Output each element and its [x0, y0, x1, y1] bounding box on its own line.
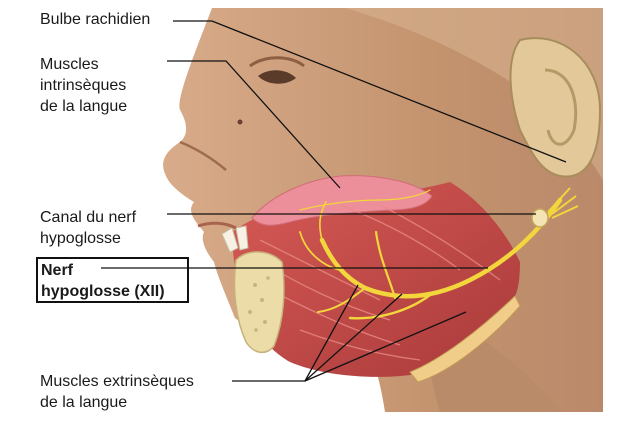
label-nerf-hypoglosse-boxed: Nerf hypoglosse (XII)	[36, 257, 189, 303]
hypoglossal-canal	[532, 209, 548, 227]
label-canal-nerf-hypoglosse: Canal du nerf hypoglosse	[40, 207, 136, 249]
label-line: hypoglosse (XII)	[41, 281, 187, 302]
label-line: de la langue	[40, 392, 194, 413]
label-line: Canal du nerf	[40, 207, 136, 228]
label-line: de la langue	[40, 96, 127, 117]
label-line: Bulbe rachidien	[40, 9, 150, 30]
mandible	[234, 252, 283, 352]
label-muscles-extrinseques: Muscles extrinsèques de la langue	[40, 371, 194, 413]
label-bulbe-rachidien: Bulbe rachidien	[40, 9, 150, 30]
label-line: Muscles	[40, 54, 127, 75]
label-line: Muscles extrinsèques	[40, 371, 194, 392]
label-line: Nerf	[41, 260, 187, 281]
label-line: hypoglosse	[40, 228, 136, 249]
label-line: intrinsèques	[40, 75, 127, 96]
label-muscles-intrinseques: Muscles intrinsèques de la langue	[40, 54, 127, 117]
